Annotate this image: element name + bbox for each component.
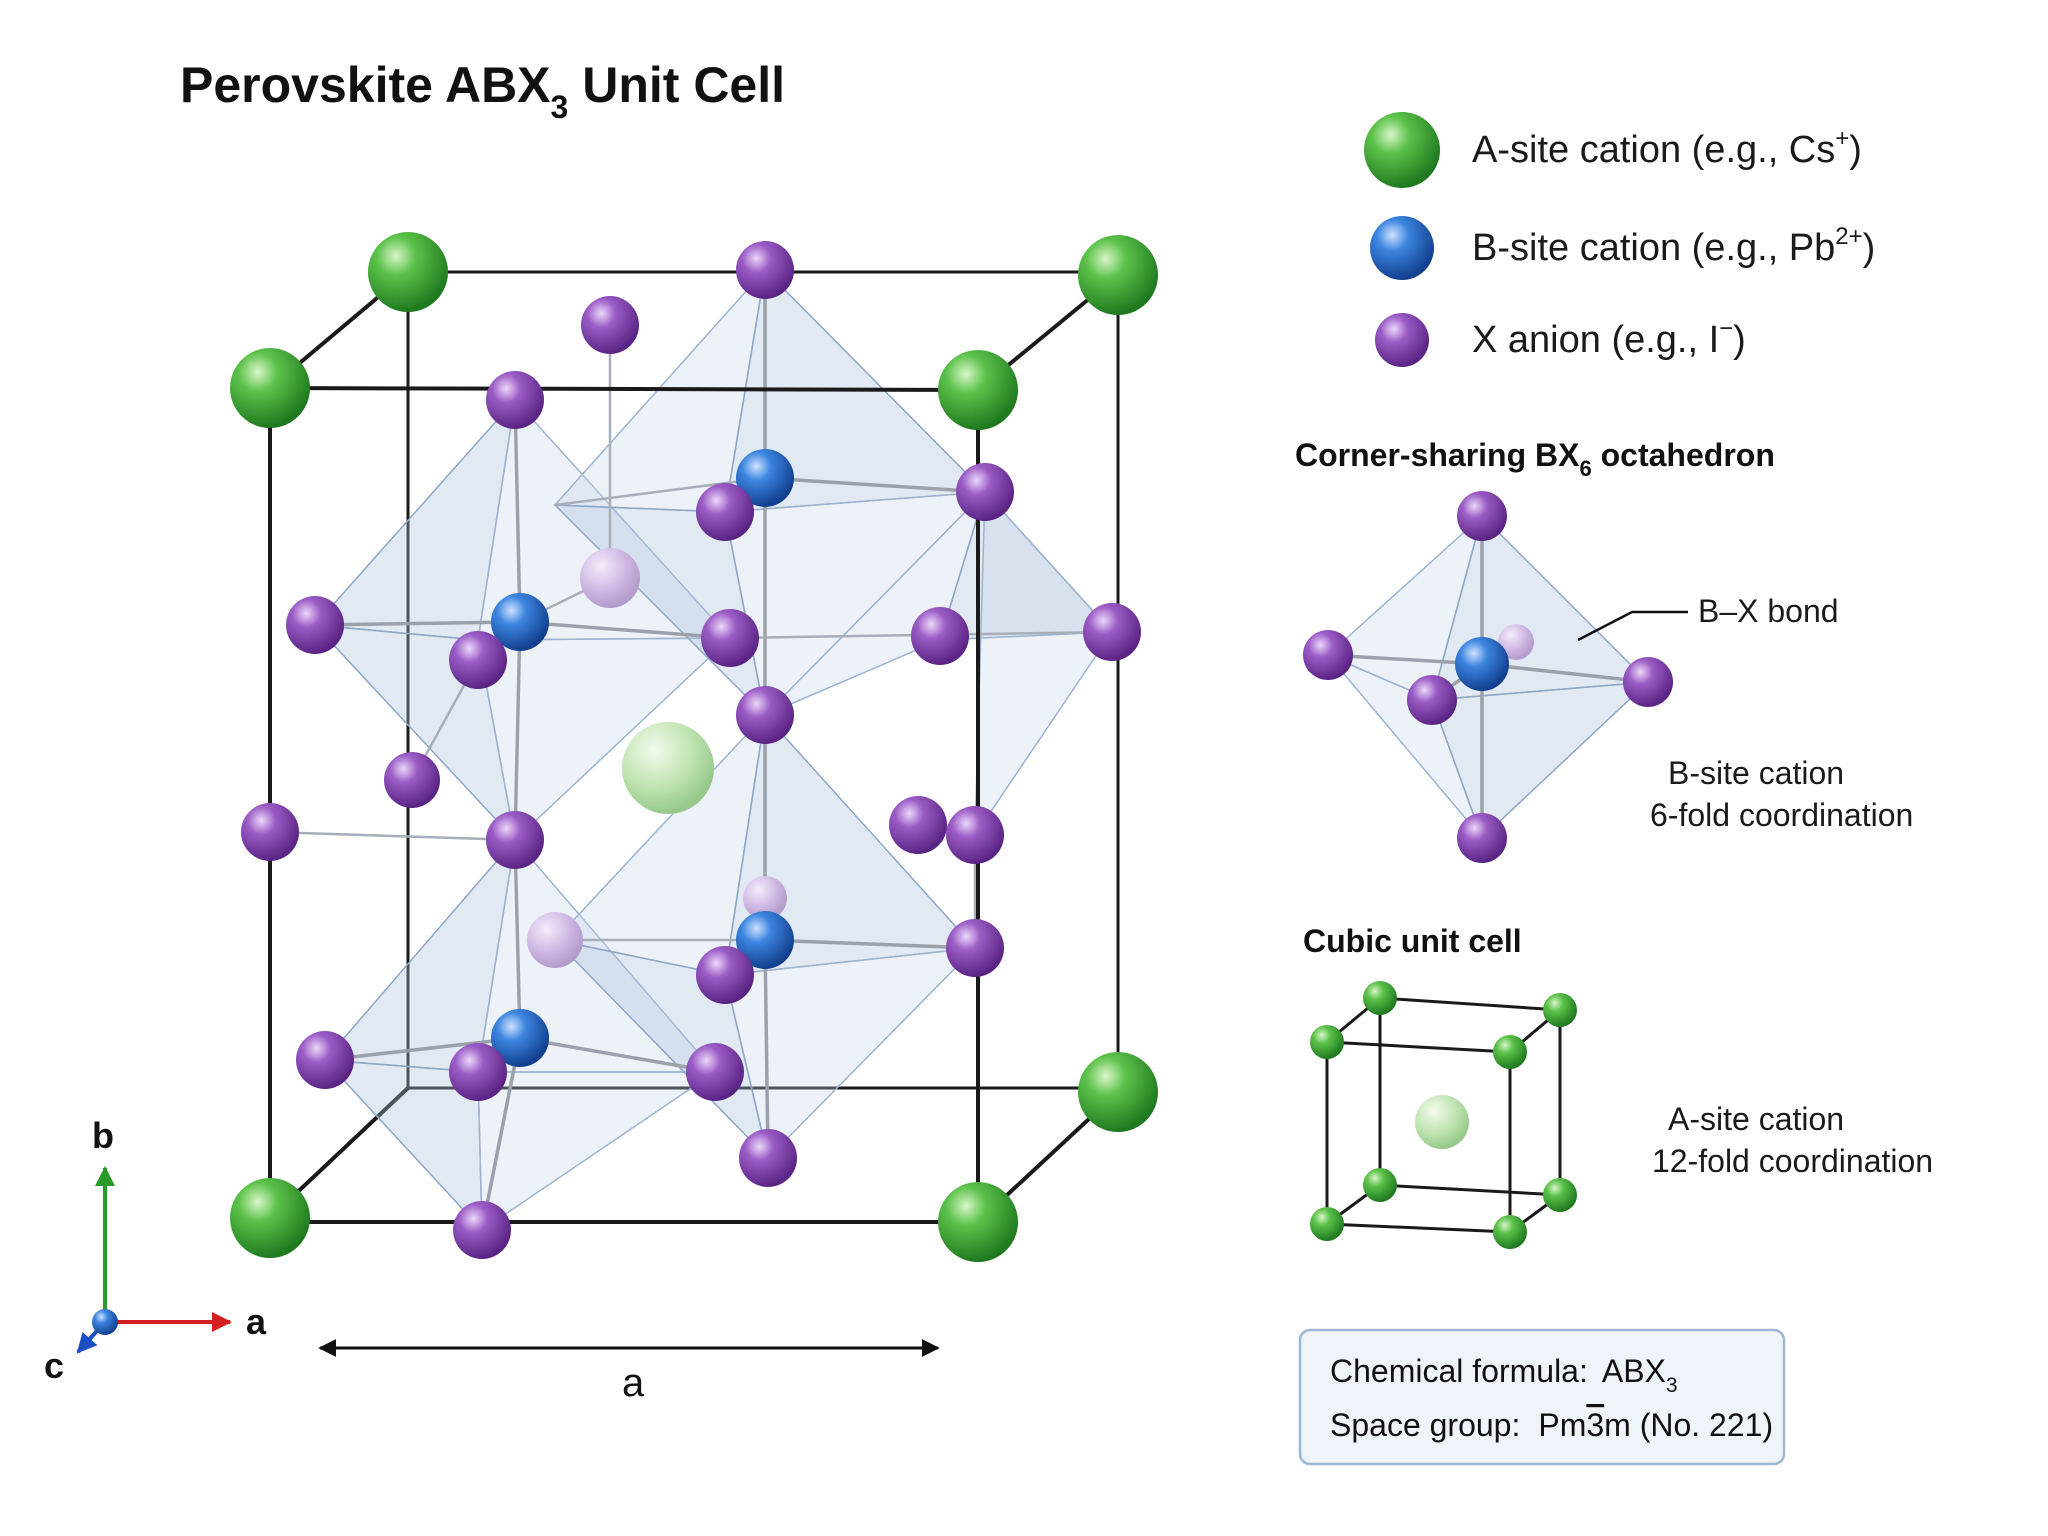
x-anion-ghost	[580, 548, 640, 608]
x-anion	[449, 631, 507, 689]
space-group-label: Space group:	[1330, 1407, 1520, 1443]
bond-label: B–X bond	[1698, 593, 1839, 629]
axis-triad: b a c	[44, 1115, 267, 1386]
chemical-formula: Chemical formula:ABX3	[1330, 1353, 1678, 1397]
x-anion	[911, 607, 969, 665]
a-site-cation-corner	[1078, 235, 1158, 315]
octahedron-figure	[1303, 491, 1673, 863]
a-site-cation-corner	[1493, 1035, 1527, 1069]
a-site-cation-corner	[1543, 993, 1577, 1027]
cubic-panel: Cubic unit cell A-site cation 12-fo	[1303, 923, 1933, 1249]
b-x-bonds	[269, 270, 1113, 1231]
x-anion	[1303, 630, 1353, 680]
legend: A-site cation (e.g., Cs+) B-site cation …	[1364, 112, 1875, 367]
b-site-cations	[491, 449, 794, 1067]
a-site-cation-corner	[1543, 1178, 1577, 1212]
green-sphere-icon	[1364, 112, 1440, 188]
x-anion	[686, 1043, 744, 1101]
octahedron-panel-title: Corner-sharing BX6 octahedron	[1295, 437, 1775, 481]
x-anion-ghost	[743, 876, 787, 920]
info-box: Chemical formula:ABX3 Space group:Pm3m (…	[1298, 1328, 1786, 1466]
b-site-cation	[1455, 637, 1509, 691]
axis-c-label: c	[44, 1345, 64, 1386]
a-site-cation-center	[1415, 1095, 1469, 1149]
a-site-cation-corner	[1078, 1052, 1158, 1132]
a-site-cation-corner	[1493, 1215, 1527, 1249]
x-anion	[736, 241, 794, 299]
a-site-cation-corner	[1363, 1168, 1397, 1202]
x-anion	[296, 1031, 354, 1089]
legend-item-b-site: B-site cation (e.g., Pb2+)	[1370, 216, 1875, 280]
a-site-corner-cations	[230, 232, 1158, 1262]
chemical-formula-label: Chemical formula:	[1330, 1353, 1588, 1389]
octahedron-note-line1: B-site cation	[1668, 755, 1844, 791]
cubic-note-line2: 12-fold coordination	[1652, 1143, 1933, 1179]
x-anion	[1407, 675, 1457, 725]
legend-label: B-site cation (e.g., Pb2+)	[1472, 223, 1875, 269]
interior-ghost-atoms	[527, 548, 787, 968]
x-anion	[581, 296, 639, 354]
lattice-dimension: a	[318, 1339, 940, 1405]
x-anion-ghost	[1498, 624, 1534, 660]
x-anion	[486, 811, 544, 869]
x-anion	[449, 1043, 507, 1101]
a-site-cation-corner	[1310, 1207, 1344, 1241]
b-site-cation	[736, 449, 794, 507]
legend-item-x-anion: X anion (e.g., I−)	[1375, 313, 1746, 367]
cubic-panel-title: Cubic unit cell	[1303, 923, 1522, 959]
a-site-cation-corner	[230, 348, 310, 428]
info-box-background	[1298, 1328, 1786, 1466]
x-anion	[486, 371, 544, 429]
x-anion	[739, 1129, 797, 1187]
purple-sphere-icon	[1375, 313, 1429, 367]
axis-origin	[92, 1309, 118, 1335]
x-anion	[696, 483, 754, 541]
b-site-cation	[736, 911, 794, 969]
x-anion	[1083, 603, 1141, 661]
unit-cell-front-frame	[268, 386, 980, 1224]
a-site-cation-corner	[1363, 981, 1397, 1015]
x-anion	[453, 1201, 511, 1259]
x-anion	[946, 806, 1004, 864]
x-anion	[946, 919, 1004, 977]
x-anion	[286, 596, 344, 654]
x-anions	[241, 241, 1141, 1259]
legend-label: X anion (e.g., I−)	[1472, 315, 1746, 361]
legend-item-a-site: A-site cation (e.g., Cs+)	[1364, 112, 1862, 188]
legend-label: A-site cation (e.g., Cs+)	[1472, 125, 1862, 171]
a-site-cation-corner	[938, 1182, 1018, 1262]
b-site-cation	[491, 1009, 549, 1067]
blue-sphere-icon	[1370, 216, 1434, 280]
x-anion	[241, 803, 299, 861]
b-site-cation	[491, 593, 549, 651]
x-anion	[956, 463, 1014, 521]
x-anion	[384, 752, 440, 808]
a-site-cation-corner	[1310, 1025, 1344, 1059]
axis-a-label: a	[246, 1301, 267, 1342]
cubic-figure	[1310, 981, 1577, 1249]
x-anion	[1623, 657, 1673, 707]
a-site-cation-center	[622, 722, 714, 814]
lattice-dimension-label: a	[622, 1361, 645, 1405]
x-anion-ghost	[527, 912, 583, 968]
x-anion	[736, 686, 794, 744]
bond-label-leader	[1577, 610, 1688, 642]
a-site-cation-corner	[368, 232, 448, 312]
space-group: Space group:Pm3m (No. 221)	[1330, 1407, 1773, 1443]
cubic-note-line1: A-site cation	[1668, 1101, 1844, 1137]
octahedron-panel: Corner-sharing BX6 octahedron B–X bond B…	[1295, 437, 1913, 863]
x-anion	[696, 946, 754, 1004]
x-anion	[889, 796, 947, 854]
axis-b-label: b	[92, 1115, 114, 1156]
main-unit-cell	[230, 232, 1158, 1262]
x-anion	[701, 609, 759, 667]
a-site-cation-corner	[938, 350, 1018, 430]
x-anion	[1457, 813, 1507, 863]
x-anion	[1457, 491, 1507, 541]
octahedron-note-line2: 6-fold coordination	[1650, 797, 1913, 833]
a-site-cation-corner	[230, 1178, 310, 1258]
page-title: Perovskite ABX3 Unit Cell	[180, 57, 785, 125]
